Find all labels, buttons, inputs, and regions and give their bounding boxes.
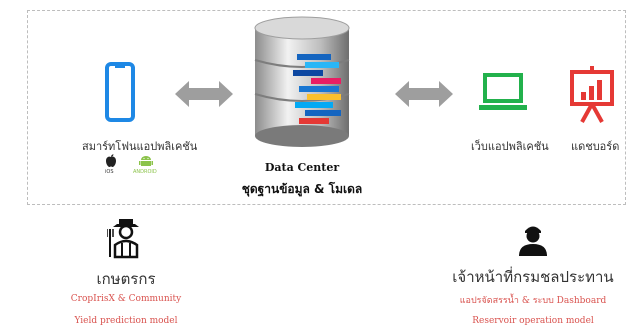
farmer-icon — [107, 219, 139, 259]
laptop-icon — [479, 73, 527, 110]
double-arrow-right-icon — [395, 81, 453, 107]
ios-label: iOS — [105, 169, 114, 175]
officer-line2: Reservoir operation model — [472, 316, 594, 326]
smartphone-icon — [105, 62, 135, 122]
officer-title: เจ้าหน้าที่กรมชลประทาน — [452, 268, 614, 286]
smartphone-app-label: สมาร์ทโฟนแอปพลิเคชัน — [82, 140, 198, 153]
farmer-title: เกษตรกร — [96, 270, 156, 288]
apple-icon — [106, 154, 116, 167]
officer-line1: แอปรจัดสรรน้ำ & ระบบ Dashboard — [459, 296, 607, 306]
dashboard-label: แดชบอร์ด — [571, 140, 620, 153]
data-center-title: Data Center — [264, 161, 340, 174]
data-center-subtitle: ชุดฐานข้อมูล & โมเดล — [241, 182, 363, 196]
farmer-line1: CropIrisX & Community — [70, 294, 182, 304]
database-icon — [254, 16, 350, 147]
system-frame — [27, 10, 626, 205]
dashboard-icon — [570, 66, 614, 123]
web-app-label: เว็บแอปพลิเคชัน — [471, 140, 549, 153]
farmer-line2: Yield prediction model — [74, 316, 178, 326]
double-arrow-left-icon — [175, 81, 233, 107]
android-icon — [139, 156, 153, 166]
officer-icon — [519, 226, 547, 256]
android-label: ANDROID — [133, 169, 157, 175]
